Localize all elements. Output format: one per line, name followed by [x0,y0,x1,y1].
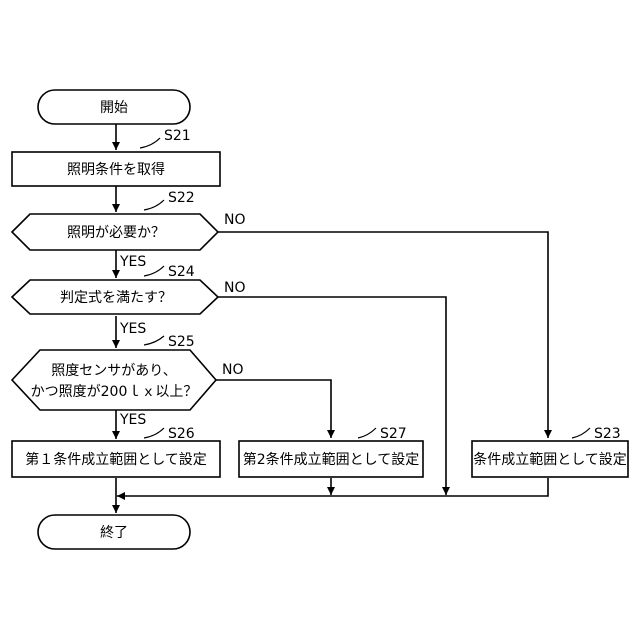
line-s23-down-merge [117,478,548,496]
decision-s22-yes: YES [119,254,146,270]
step-s21-label: S21 [164,128,191,144]
decision-s25-label: S25 [168,334,195,350]
decision-s25-yes: YES [119,412,146,428]
end-terminal: 終了 [38,515,190,549]
arrow-s25-no-to-s27 [216,380,331,438]
decision-s22-label: S22 [168,190,195,206]
decision-s24-label: S24 [168,264,195,280]
step-s21-text: 照明条件を取得 [67,161,165,178]
start-label: 開始 [100,100,128,116]
start-terminal: 開始 [38,90,190,124]
decision-s22: 照明が必要か？ S22 NO YES [12,190,246,270]
step-s23: 条件成立範囲として設定 S23 [472,426,628,477]
end-label: 終了 [100,525,128,541]
decision-s25-line2: かつ照度が200ｌｘ以上？ [31,384,198,400]
decision-s25: 照度センサがあり、 かつ照度が200ｌｘ以上？ S25 NO YES [12,334,244,428]
decision-s24-yes: YES [119,321,146,337]
step-s26-text: 第１条件成立範囲として設定 [25,451,207,468]
step-s23-label: S23 [594,426,621,442]
step-s27-text: 第2条件成立範囲として設定 [243,451,420,468]
step-s26-label: S26 [168,426,195,442]
decision-s24: 判定式を満たす？ S24 NO YES [12,264,246,337]
step-s27-label: S27 [380,426,407,442]
decision-s25-line1: 照度センサがあり、 [51,363,176,379]
decision-s22-text: 照明が必要か？ [67,225,165,241]
decision-s22-no: NO [224,212,246,228]
step-s23-text: 条件成立範囲として設定 [473,451,627,468]
decision-s24-text: 判定式を満たす？ [60,290,172,306]
arrow-s22-no-to-s23 [218,232,548,438]
decision-s24-no: NO [224,280,246,296]
decision-s25-no: NO [222,362,244,378]
